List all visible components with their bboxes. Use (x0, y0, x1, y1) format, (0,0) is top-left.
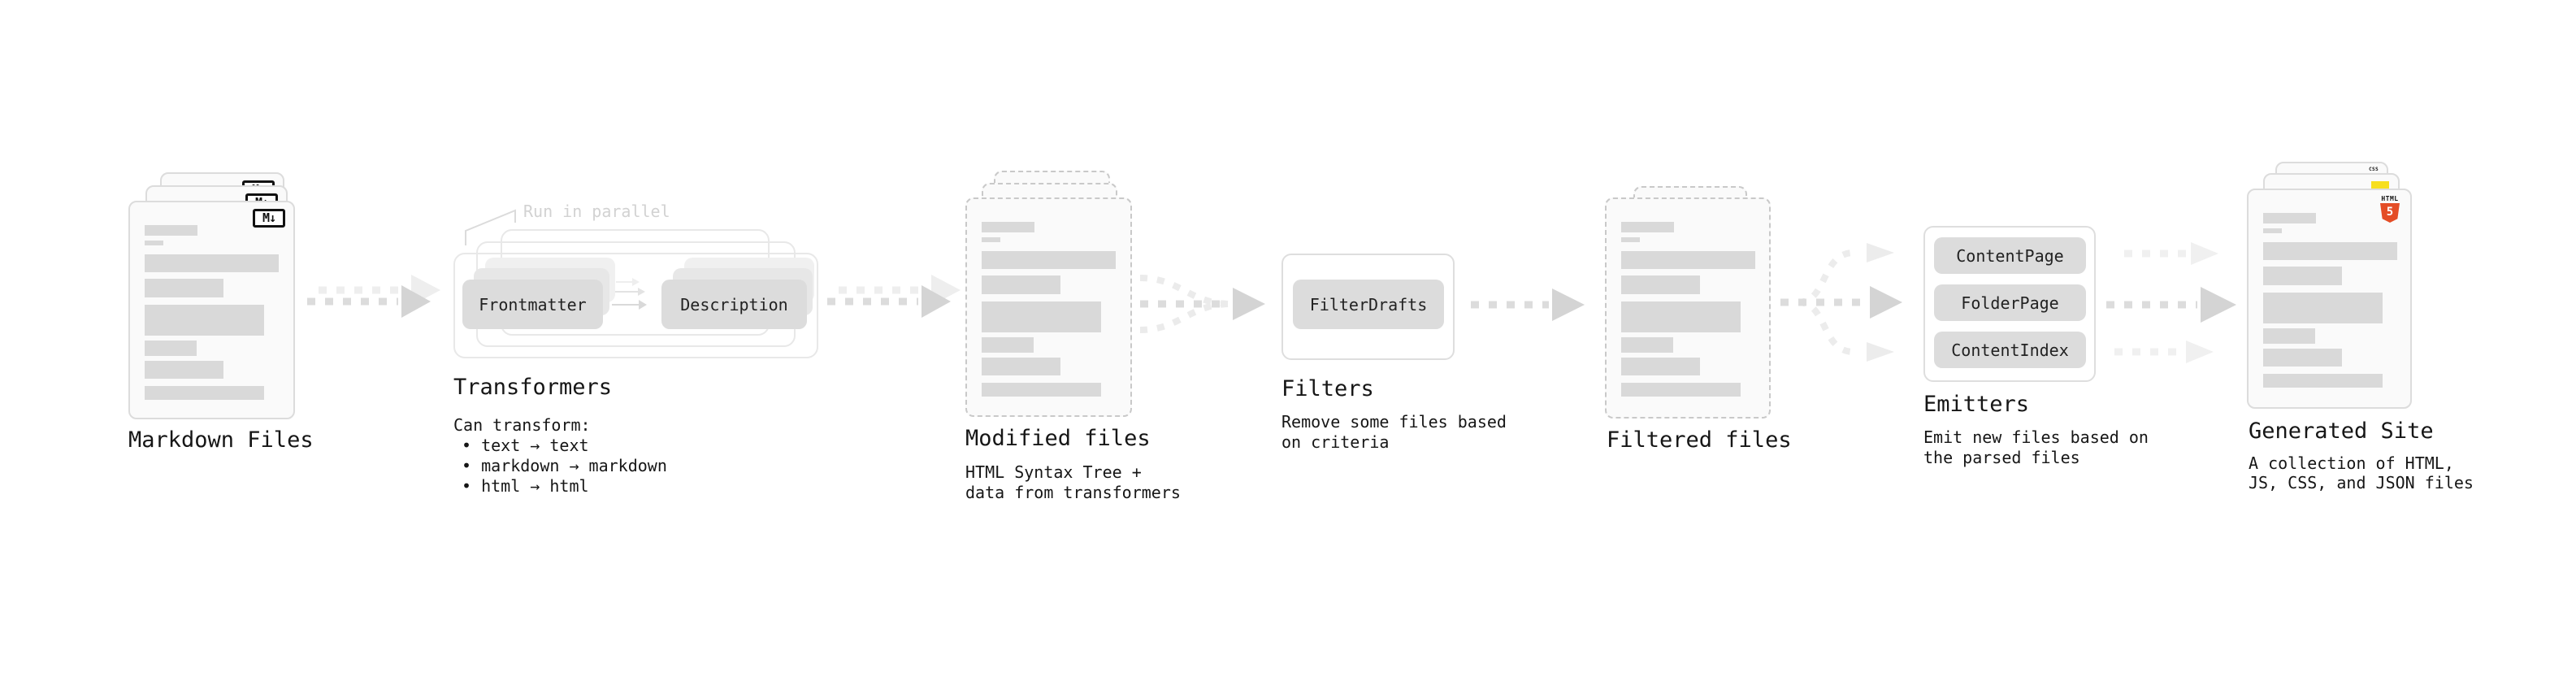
modified-files-desc: data from transformers (965, 483, 1181, 502)
arrow-filters-to-filtered (1471, 288, 1585, 321)
generated-site-desc: A collection of HTML, (2249, 453, 2454, 473)
contentindex-pill: ContentIndex (1934, 332, 2086, 368)
transformers-bullet: • text → text (462, 436, 589, 455)
file-content-skeleton (982, 222, 1116, 397)
file-content-skeleton (1621, 222, 1755, 397)
filterdrafts-pill: FilterDrafts (1293, 280, 1444, 329)
emitters-desc: the parsed files (1923, 448, 2080, 467)
arrow-modified-to-filters-merge (1139, 275, 1265, 333)
folderpage-pill: FolderPage (1934, 284, 2086, 321)
markdown-files-label: Markdown Files (128, 427, 314, 453)
html5-icon: HTML 5 (2380, 196, 2400, 223)
arrow-markdown-to-transformers (307, 275, 440, 318)
file-content-skeleton (145, 225, 279, 400)
transform-step-arrows (612, 278, 647, 310)
transformers-label: Transformers (453, 375, 613, 400)
markdown-icon: M↓ (253, 209, 285, 228)
transformers-desc-heading: Can transform: (453, 415, 591, 435)
filtered-files-label: Filtered files (1607, 427, 1792, 453)
emitters-label: Emitters (1923, 392, 2030, 417)
modified-file-card-front (965, 197, 1132, 417)
modified-files-label: Modified files (965, 426, 1151, 451)
run-in-parallel-leader-line (465, 209, 516, 245)
transformer-frame-front (453, 253, 818, 358)
run-in-parallel-annotation: Run in parallel (523, 202, 670, 221)
transformers-bullet: • html → html (462, 476, 589, 496)
generated-file-card-html: HTML 5 (2247, 189, 2412, 409)
arrow-filtered-to-emitters-fanout (1780, 243, 1902, 362)
transformers-bullet: • markdown → markdown (462, 456, 667, 475)
markdown-file-card-front: M↓ (128, 201, 295, 419)
frontmatter-pill: Frontmatter (462, 280, 603, 329)
modified-files-desc: HTML Syntax Tree + (965, 462, 1142, 482)
description-pill: Description (661, 280, 807, 329)
emitters-desc: Emit new files based on (1923, 427, 2149, 447)
filters-desc: on criteria (1281, 432, 1390, 452)
generated-site-desc: JS, CSS, and JSON files (2249, 473, 2474, 492)
generated-site-label: Generated Site (2249, 419, 2434, 444)
filters-desc: Remove some files based (1281, 412, 1507, 432)
arrow-transformers-to-modified (827, 275, 961, 318)
arrows-emitters-to-generated (2106, 242, 2236, 363)
contentpage-pill: ContentPage (1934, 237, 2086, 274)
file-content-skeleton (2263, 213, 2397, 388)
filtered-file-card-front (1605, 197, 1771, 419)
filters-label: Filters (1281, 376, 1374, 401)
